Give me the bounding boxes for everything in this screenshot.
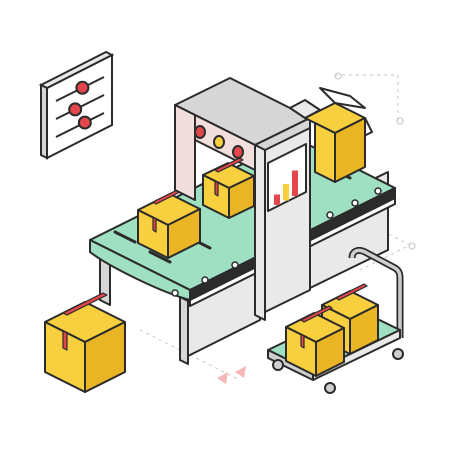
chart-bar	[283, 184, 289, 201]
cardboard-box-icon	[137, 185, 201, 259]
slider-knob	[68, 102, 83, 117]
pink-arrow-icon	[235, 366, 246, 378]
cardboard-box-icon	[285, 305, 345, 377]
chart-bar	[274, 194, 280, 205]
guide-dot	[334, 72, 342, 80]
cardboard-box-icon	[202, 157, 255, 219]
cardboard-box-icon	[321, 283, 379, 355]
chart-bar	[292, 170, 298, 196]
belt-rollers	[171, 187, 382, 297]
guide-dot	[408, 242, 416, 250]
cardboard-box-icon	[44, 292, 126, 393]
bar-chart-icon	[267, 143, 307, 212]
sliders-icon	[38, 50, 115, 160]
slider-knob	[77, 115, 92, 130]
indicator-lights-icon	[194, 125, 244, 159]
slider-knob	[75, 80, 90, 95]
guide-dot	[396, 117, 404, 125]
cardboard-box-icon	[289, 87, 373, 183]
pink-arrow-icon	[217, 372, 228, 384]
